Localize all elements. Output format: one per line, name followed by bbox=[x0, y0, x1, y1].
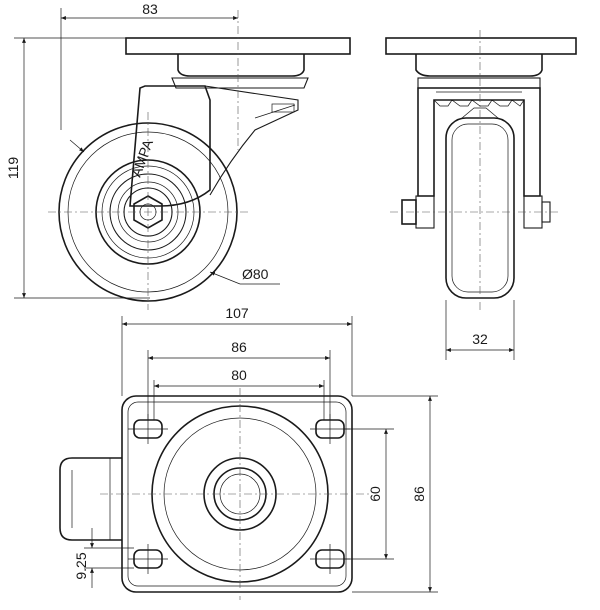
side-view: AMPA bbox=[48, 10, 351, 310]
front-top-plate bbox=[385, 37, 577, 55]
dim-86-horizontal: 86 bbox=[231, 339, 247, 355]
dim-9-25: 9.25 bbox=[73, 552, 89, 579]
top-dimensions: 107 86 80 60 86 9.25 bbox=[73, 305, 438, 593]
side-fork bbox=[129, 85, 211, 207]
dim-107: 107 bbox=[225, 305, 249, 321]
dim-80: 80 bbox=[231, 367, 247, 383]
side-swivel-head bbox=[177, 54, 305, 77]
dim-32: 32 bbox=[472, 331, 488, 347]
dim-diameter: Ø80 bbox=[242, 266, 269, 282]
dim-86-vertical: 86 bbox=[411, 486, 427, 502]
fork-logo: AMPA bbox=[128, 137, 156, 179]
top-plate bbox=[121, 395, 353, 593]
front-view bbox=[385, 30, 577, 310]
dim-60: 60 bbox=[367, 486, 383, 502]
dim-119: 119 bbox=[5, 157, 21, 180]
top-fork-block bbox=[59, 457, 122, 541]
front-fork bbox=[417, 87, 541, 197]
side-dimensions: 83 119 Ø80 bbox=[5, 1, 280, 299]
dim-83: 83 bbox=[142, 1, 158, 17]
front-dimensions: 32 bbox=[445, 300, 515, 360]
